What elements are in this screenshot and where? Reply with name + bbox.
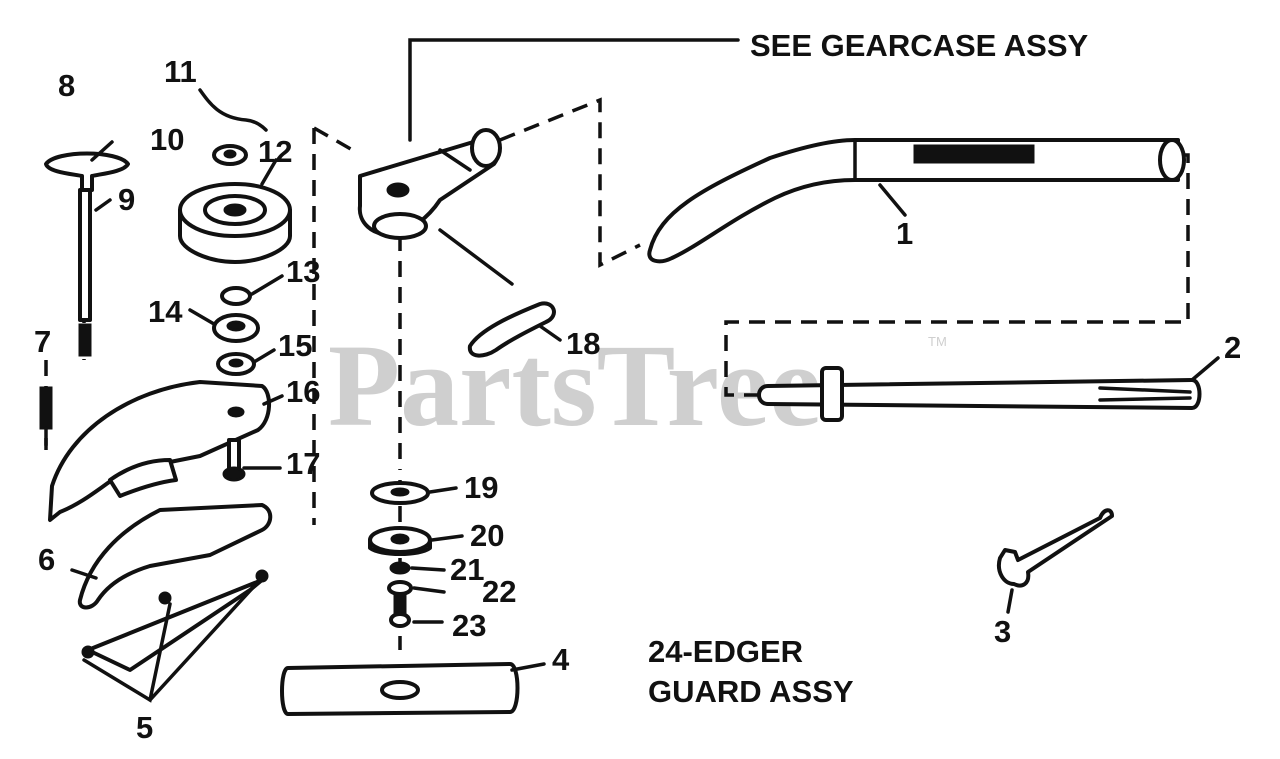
part-18-clamp xyxy=(467,301,556,358)
part-11-clip xyxy=(198,88,268,132)
part-20-flange xyxy=(368,526,432,556)
watermark-trademark: TM xyxy=(928,334,947,349)
part-12-wheel xyxy=(178,182,292,264)
part-3-wrench xyxy=(997,508,1114,588)
callout-16: 16 xyxy=(286,374,320,409)
part-7-screw xyxy=(39,386,53,447)
part-22-lockwasher xyxy=(387,580,413,596)
callout-14: 14 xyxy=(148,294,183,329)
callout-11: 11 xyxy=(164,54,197,89)
callout-7: 7 xyxy=(34,324,51,359)
callout-22: 22 xyxy=(482,574,516,609)
part-8-knob xyxy=(44,151,130,192)
callout-12: 12 xyxy=(258,134,292,169)
note-see-gearcase-assy: SEE GEARCASE ASSY xyxy=(750,28,1089,63)
part-15-washer xyxy=(216,352,256,376)
callout-17: 17 xyxy=(286,446,320,481)
callout-13: 13 xyxy=(286,254,320,289)
part-19-washer xyxy=(370,481,430,505)
callout-18: 18 xyxy=(566,326,600,361)
callout-23: 23 xyxy=(452,608,486,643)
watermark: PartsTree xyxy=(328,320,822,451)
callout-1: 1 xyxy=(896,216,913,251)
part-4-edger-blade xyxy=(280,662,520,716)
note-edger-title: 24-EDGER xyxy=(648,634,803,669)
callout-4: 4 xyxy=(552,642,570,677)
callout-8: 8 xyxy=(58,68,75,103)
callout-3: 3 xyxy=(994,614,1011,649)
callout-10: 10 xyxy=(150,122,184,157)
callout-2: 2 xyxy=(1224,330,1241,365)
part-21-washer xyxy=(389,561,411,575)
part-13-washer xyxy=(220,286,252,306)
part-2-drive-shaft xyxy=(757,366,1202,422)
part-14-spacer xyxy=(212,313,260,343)
callout-numbers: 1 2 3 4 5 6 7 8 9 10 11 12 13 14 15 16 1… xyxy=(34,54,1241,745)
callout-21: 21 xyxy=(450,552,484,587)
callout-9: 9 xyxy=(118,182,135,217)
part-16-upper-guard xyxy=(48,380,271,522)
part-6-guard-deflector xyxy=(77,503,273,610)
callout-19: 19 xyxy=(464,470,498,505)
gearcase-housing xyxy=(357,128,502,240)
note-edger-guard-assy: GUARD ASSY xyxy=(648,674,854,709)
part-10-washer xyxy=(212,144,248,166)
callout-leaders xyxy=(70,140,1220,703)
part-9-bolt xyxy=(78,188,92,357)
part-17-bolt xyxy=(222,438,246,482)
callout-6: 6 xyxy=(38,542,55,577)
part-1-shaft-tube xyxy=(647,138,1186,264)
callout-20: 20 xyxy=(470,518,504,553)
callout-15: 15 xyxy=(278,328,312,363)
callout-5: 5 xyxy=(136,710,153,745)
part-23-screw xyxy=(389,594,411,628)
